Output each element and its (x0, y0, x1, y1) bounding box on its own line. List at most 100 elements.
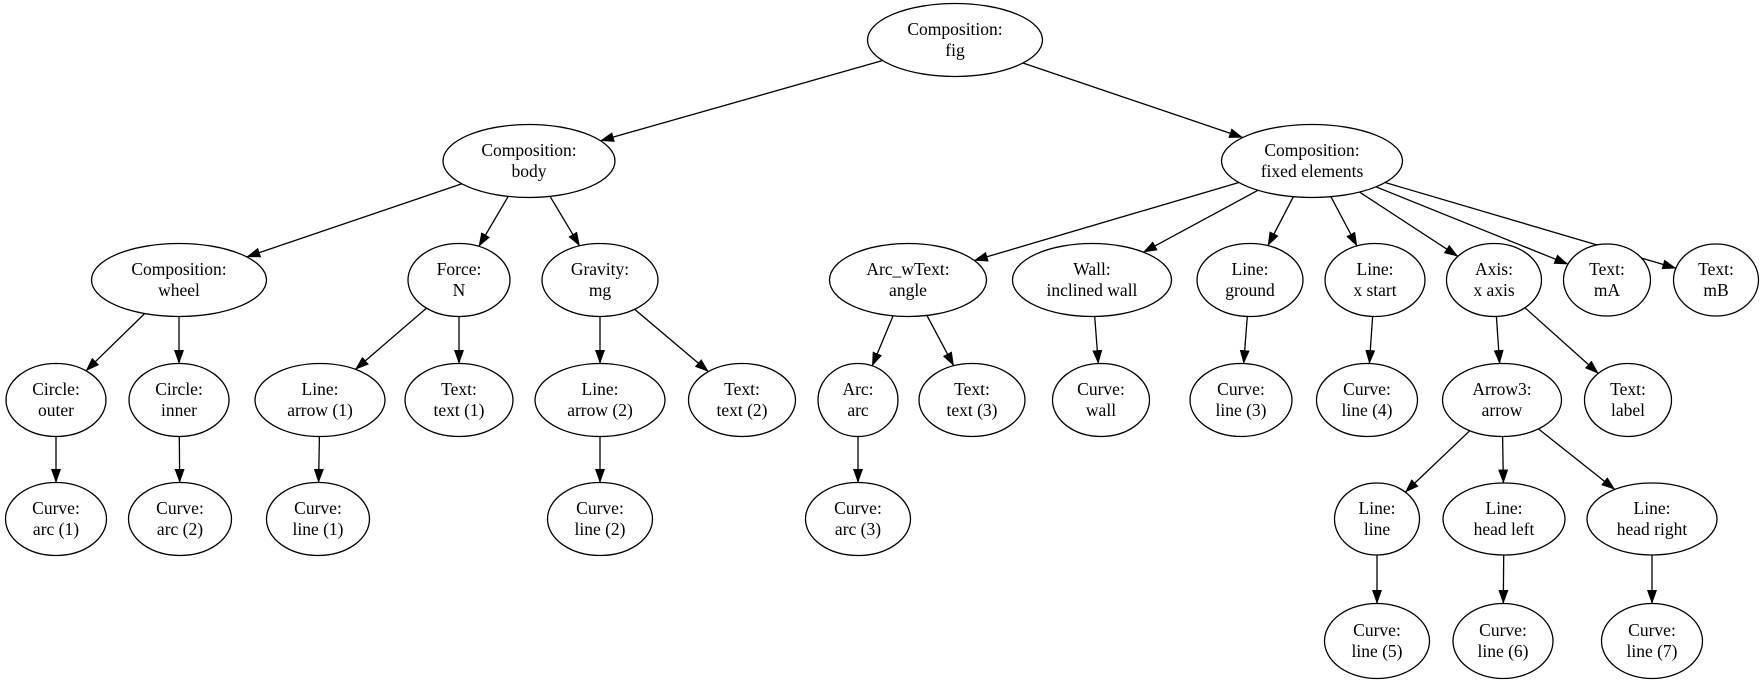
node-label-type: Line: (582, 379, 619, 399)
node-label-name: inclined wall (1047, 280, 1138, 300)
node-shape-arc1 (4, 481, 108, 557)
node-label-type: Line: (302, 379, 339, 399)
node-shape-arrow2 (534, 362, 666, 438)
node-label-name: fixed elements (1261, 161, 1364, 181)
node-text3: Text:text (3) (918, 362, 1026, 438)
node-arc2: Curve:arc (2) (127, 481, 233, 557)
node-shape-mA (1562, 243, 1652, 317)
node-label-name: x start (1353, 280, 1396, 300)
edge-arrow3-headleft (1498, 436, 1509, 484)
node-body: Composition:body (442, 123, 616, 199)
node-label-name: head left (1474, 519, 1535, 539)
node-fixed: Composition:fixed elements (1220, 123, 1404, 199)
node-wall: Wall:inclined wall (1011, 242, 1173, 318)
node-shape-arc3 (804, 481, 912, 557)
node-label-type: Curve: (1343, 379, 1391, 399)
node-inner: Circle:inner (128, 362, 230, 438)
node-text2: Text:text (2) (687, 362, 797, 438)
node-label-name: text (1) (433, 400, 484, 420)
node-label-name: arrow (2) (567, 400, 633, 420)
node-shape-body (442, 123, 616, 199)
node-shape-outer (5, 362, 107, 438)
edge-fixed-ground (1267, 196, 1294, 247)
node-shape-text3 (918, 362, 1026, 438)
node-label-name: x axis (1473, 280, 1515, 300)
node-shape-inner (128, 362, 230, 438)
node-shape-force (407, 242, 511, 318)
node-label-name: line (5) (1351, 641, 1402, 661)
node-shape-line6 (1452, 602, 1554, 680)
node-label-type: Arrow3: (1472, 379, 1531, 399)
node-label-type: Line: (1357, 259, 1394, 279)
node-shape-fixed (1220, 123, 1404, 199)
node-label-name: N (453, 280, 466, 300)
node-label-type: Text: (1589, 259, 1625, 279)
node-label-type: Line: (1232, 259, 1269, 279)
node-shape-text2 (687, 362, 797, 438)
node-arc: Arc:arc (817, 362, 899, 438)
node-label-type: Wall: (1073, 259, 1110, 279)
edge-fixed-wall (1142, 189, 1259, 253)
node-shape-arrow3 (1441, 362, 1563, 438)
node-label-name: label (1611, 400, 1645, 420)
node-label-name: outer (38, 400, 74, 420)
edge-fixed-arcwtext (973, 181, 1240, 262)
node-label-name: mg (589, 280, 612, 300)
node-shape-gravity (541, 242, 659, 318)
node-axis: Axis:x axis (1445, 242, 1543, 318)
node-shape-label (1583, 362, 1673, 438)
node-line3: Curve:line (3) (1189, 362, 1293, 438)
node-label-name: arrow (1) (287, 400, 353, 420)
edge-fixed-axis (1359, 191, 1459, 257)
node-label-type: Curve: (156, 498, 204, 518)
node-shape-curvewall (1051, 362, 1151, 438)
node-label-name: line (4) (1341, 400, 1392, 420)
node-label-type: Curve: (576, 498, 624, 518)
edge-fixed-xstart (1330, 196, 1358, 247)
node-label-type: Composition: (481, 140, 576, 160)
edge-fig-body (600, 59, 883, 142)
edge-axis-label (1524, 307, 1599, 374)
node-arc1: Curve:arc (1) (4, 481, 108, 557)
node-label-name: head right (1617, 519, 1688, 539)
node-label-name: arc (847, 400, 869, 420)
edge-xstart-line4 (1365, 316, 1376, 364)
node-label-type: Curve: (32, 498, 80, 518)
node-shape-line7 (1600, 602, 1704, 680)
node-label-name: ground (1225, 280, 1275, 300)
node-shape-ground (1196, 242, 1304, 318)
edge-gravity-text2 (634, 308, 709, 373)
node-label-type: Force: (437, 259, 482, 279)
node-label-type: Composition: (907, 19, 1002, 39)
node-text1: Text:text (1) (404, 362, 514, 438)
node-line4: Curve:line (4) (1315, 362, 1419, 438)
node-ground: Line:ground (1196, 242, 1304, 318)
node-curvewall: Curve:wall (1051, 362, 1151, 438)
node-shape-line5 (1323, 602, 1431, 680)
edge-arcwtext-text3 (926, 315, 955, 367)
node-label-name: mB (1703, 280, 1728, 300)
node-label-type: Text: (1610, 379, 1646, 399)
edge-force-arrow1 (354, 307, 427, 370)
edge-axis-arrow3 (1493, 316, 1504, 364)
node-line1: Curve:line (1) (265, 481, 371, 557)
node-label-name: mA (1594, 280, 1621, 300)
node-force: Force:N (407, 242, 511, 318)
node-label-type: Text: (954, 379, 990, 399)
node-shape-fig (866, 2, 1044, 78)
node-label-type: Axis: (1475, 259, 1513, 279)
node-arrow3: Arrow3:arrow (1441, 362, 1563, 438)
node-label-name: line (6) (1477, 641, 1528, 661)
node-shape-mB (1672, 243, 1760, 317)
node-label-type: Text: (441, 379, 477, 399)
node-label-type: Line: (1634, 498, 1671, 518)
edge-wheel-outer (85, 313, 146, 372)
node-label-name: line (7) (1626, 641, 1677, 661)
node-label-type: Arc: (842, 379, 873, 399)
node-shape-lineline (1333, 482, 1421, 556)
node-label-name: line (2) (574, 519, 625, 539)
edge-fixed-mA (1375, 186, 1569, 265)
node-gravity: Gravity:mg (541, 242, 659, 318)
node-label-name: wall (1086, 400, 1116, 420)
node-label-type: Composition: (1264, 140, 1359, 160)
